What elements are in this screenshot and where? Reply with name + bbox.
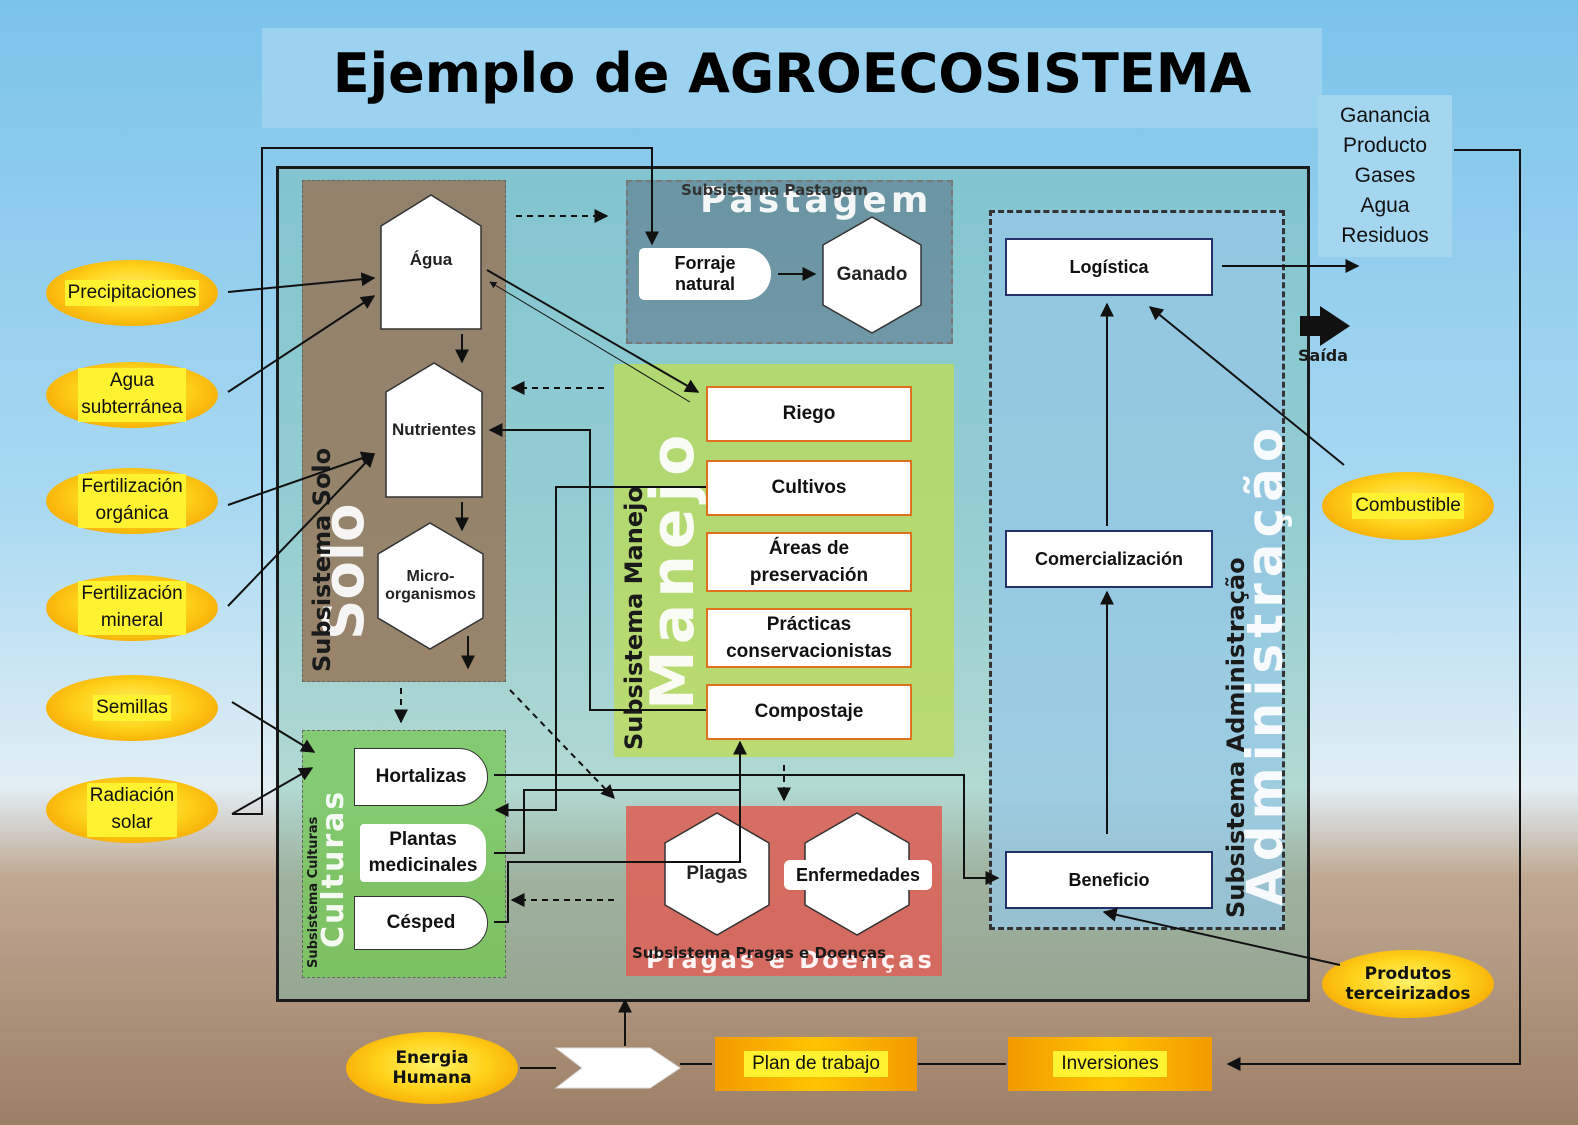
practicas-conservacionistas-box: Prácticas conservacionistas — [706, 608, 912, 668]
energia-humana-label: Energia Humana — [392, 1047, 472, 1088]
title-band — [262, 28, 1322, 128]
precipitaciones-label: Precipitaciones — [64, 279, 200, 307]
pragas-subsystem-label: Subsistema Pragas e Doenças — [632, 944, 887, 962]
chevron-icon — [554, 1047, 681, 1089]
ganado-label: Ganado — [836, 264, 908, 285]
dashed-solo-pragas — [509, 689, 615, 800]
input-combustible: Combustible — [1322, 472, 1494, 540]
pragas-big-label: Pragas e Doenças — [646, 946, 935, 974]
hortalizas-node: Hortalizas — [354, 748, 488, 806]
arrow-culturas-compostaje — [494, 740, 747, 854]
microorganismos-label: Micro- organismos — [385, 568, 476, 603]
arrow-radiacion-culturas — [231, 767, 314, 815]
plagas-node: Plagas — [664, 812, 770, 936]
pastagem-subsystem-label: Subsistema Pastagem — [681, 181, 869, 199]
cultivos-box: Cultivos — [706, 460, 912, 516]
arrow-precipitaciones-agua — [227, 272, 376, 293]
line-cesped-compostaje — [494, 742, 741, 923]
input-agua-subterranea: Agua subterránea — [46, 362, 218, 428]
arrow-subterranea-agua — [227, 295, 376, 393]
produtos-terceirizados-label: Produtos terceirizados — [1345, 963, 1471, 1004]
plan-de-trabajo-bar: Plan de trabajo — [715, 1037, 917, 1091]
inversiones-bar: Inversiones — [1008, 1037, 1212, 1091]
arrow-cultivos-plantas — [494, 486, 706, 817]
plagas-label: Plagas — [686, 863, 748, 884]
saida-label: Saída — [1298, 346, 1349, 365]
input-precipitaciones: Precipitaciones — [46, 260, 218, 326]
plan-de-trabajo-label: Plan de trabajo — [744, 1051, 888, 1077]
fertilizacion-mineral-label: Fertilización mineral — [78, 581, 186, 635]
fertilizacion-organica-label: Fertilización orgánica — [78, 474, 186, 528]
diagram-title: Ejemplo de AGROECOSISTEMA — [332, 42, 1252, 105]
agua-node: Água — [380, 194, 482, 330]
arrow-compostaje-nutrientes — [488, 423, 706, 711]
input-fertilizacion-organica: Fertilización orgánica — [46, 468, 218, 534]
input-radiacion-solar: Radiación solar — [46, 777, 218, 843]
nutrientes-label: Nutrientes — [391, 420, 477, 439]
riego-box: Riego — [706, 386, 912, 442]
compostaje-box: Compostaje — [706, 684, 912, 740]
microorganismos-node: Micro- organismos — [377, 522, 484, 650]
enfermedades-label: Enfermedades — [784, 860, 932, 890]
output-item: Producto — [1342, 134, 1428, 157]
input-energia-humana: Energia Humana — [346, 1032, 518, 1104]
combustible-label: Combustible — [1352, 492, 1464, 520]
forraje-natural-node: Forraje natural — [639, 248, 771, 300]
output-item: Ganancia — [1340, 104, 1430, 127]
inversiones-label: Inversiones — [1053, 1051, 1167, 1077]
plantas-medicinales-node: Plantas medicinales — [360, 824, 486, 882]
agua-subterranea-label: Agua subterránea — [78, 368, 186, 422]
arrow-semillas-culturas — [231, 701, 316, 753]
agua-label: Água — [409, 250, 453, 269]
areas-preservacion-box: Áreas de preservación — [706, 532, 912, 592]
input-fertilizacion-mineral: Fertilización mineral — [46, 575, 218, 641]
radiacion-solar-label: Radiación solar — [86, 783, 178, 837]
logistica-box: Logística — [1005, 238, 1213, 296]
saida-arrow-icon — [1300, 306, 1350, 346]
arrow-combustible-logistica — [1148, 306, 1345, 466]
arrow-agua-riego — [486, 269, 700, 393]
arrow-outputs-inversiones — [1226, 149, 1521, 1071]
arrow-riego-agua — [489, 281, 691, 403]
outputs-list: Ganancia Producto Gases Agua Residuos — [1318, 95, 1452, 257]
arrow-hortalizas-beneficio — [494, 774, 1000, 885]
pastagem-big-label: Pastagem — [700, 180, 933, 221]
arrow-radiacion-forraje — [232, 147, 659, 815]
arrow-produtos-beneficio — [1102, 907, 1341, 966]
output-item: Agua — [1360, 194, 1410, 217]
output-item: Gases — [1354, 164, 1416, 187]
input-semillas: Semillas — [46, 675, 218, 741]
arrow-organica-nutrientes — [227, 451, 376, 506]
semillas-label: Semillas — [93, 694, 171, 722]
input-produtos-terceirizados: Produtos terceirizados — [1322, 950, 1494, 1018]
comercializacion-box: Comercialización — [1005, 530, 1213, 588]
cesped-node: Césped — [354, 896, 488, 950]
nutrientes-node: Nutrientes — [385, 362, 483, 498]
output-item: Residuos — [1341, 224, 1429, 247]
beneficio-box: Beneficio — [1005, 851, 1213, 909]
ganado-node: Ganado — [822, 216, 922, 334]
arrow-mineral-nutrientes — [227, 452, 375, 607]
